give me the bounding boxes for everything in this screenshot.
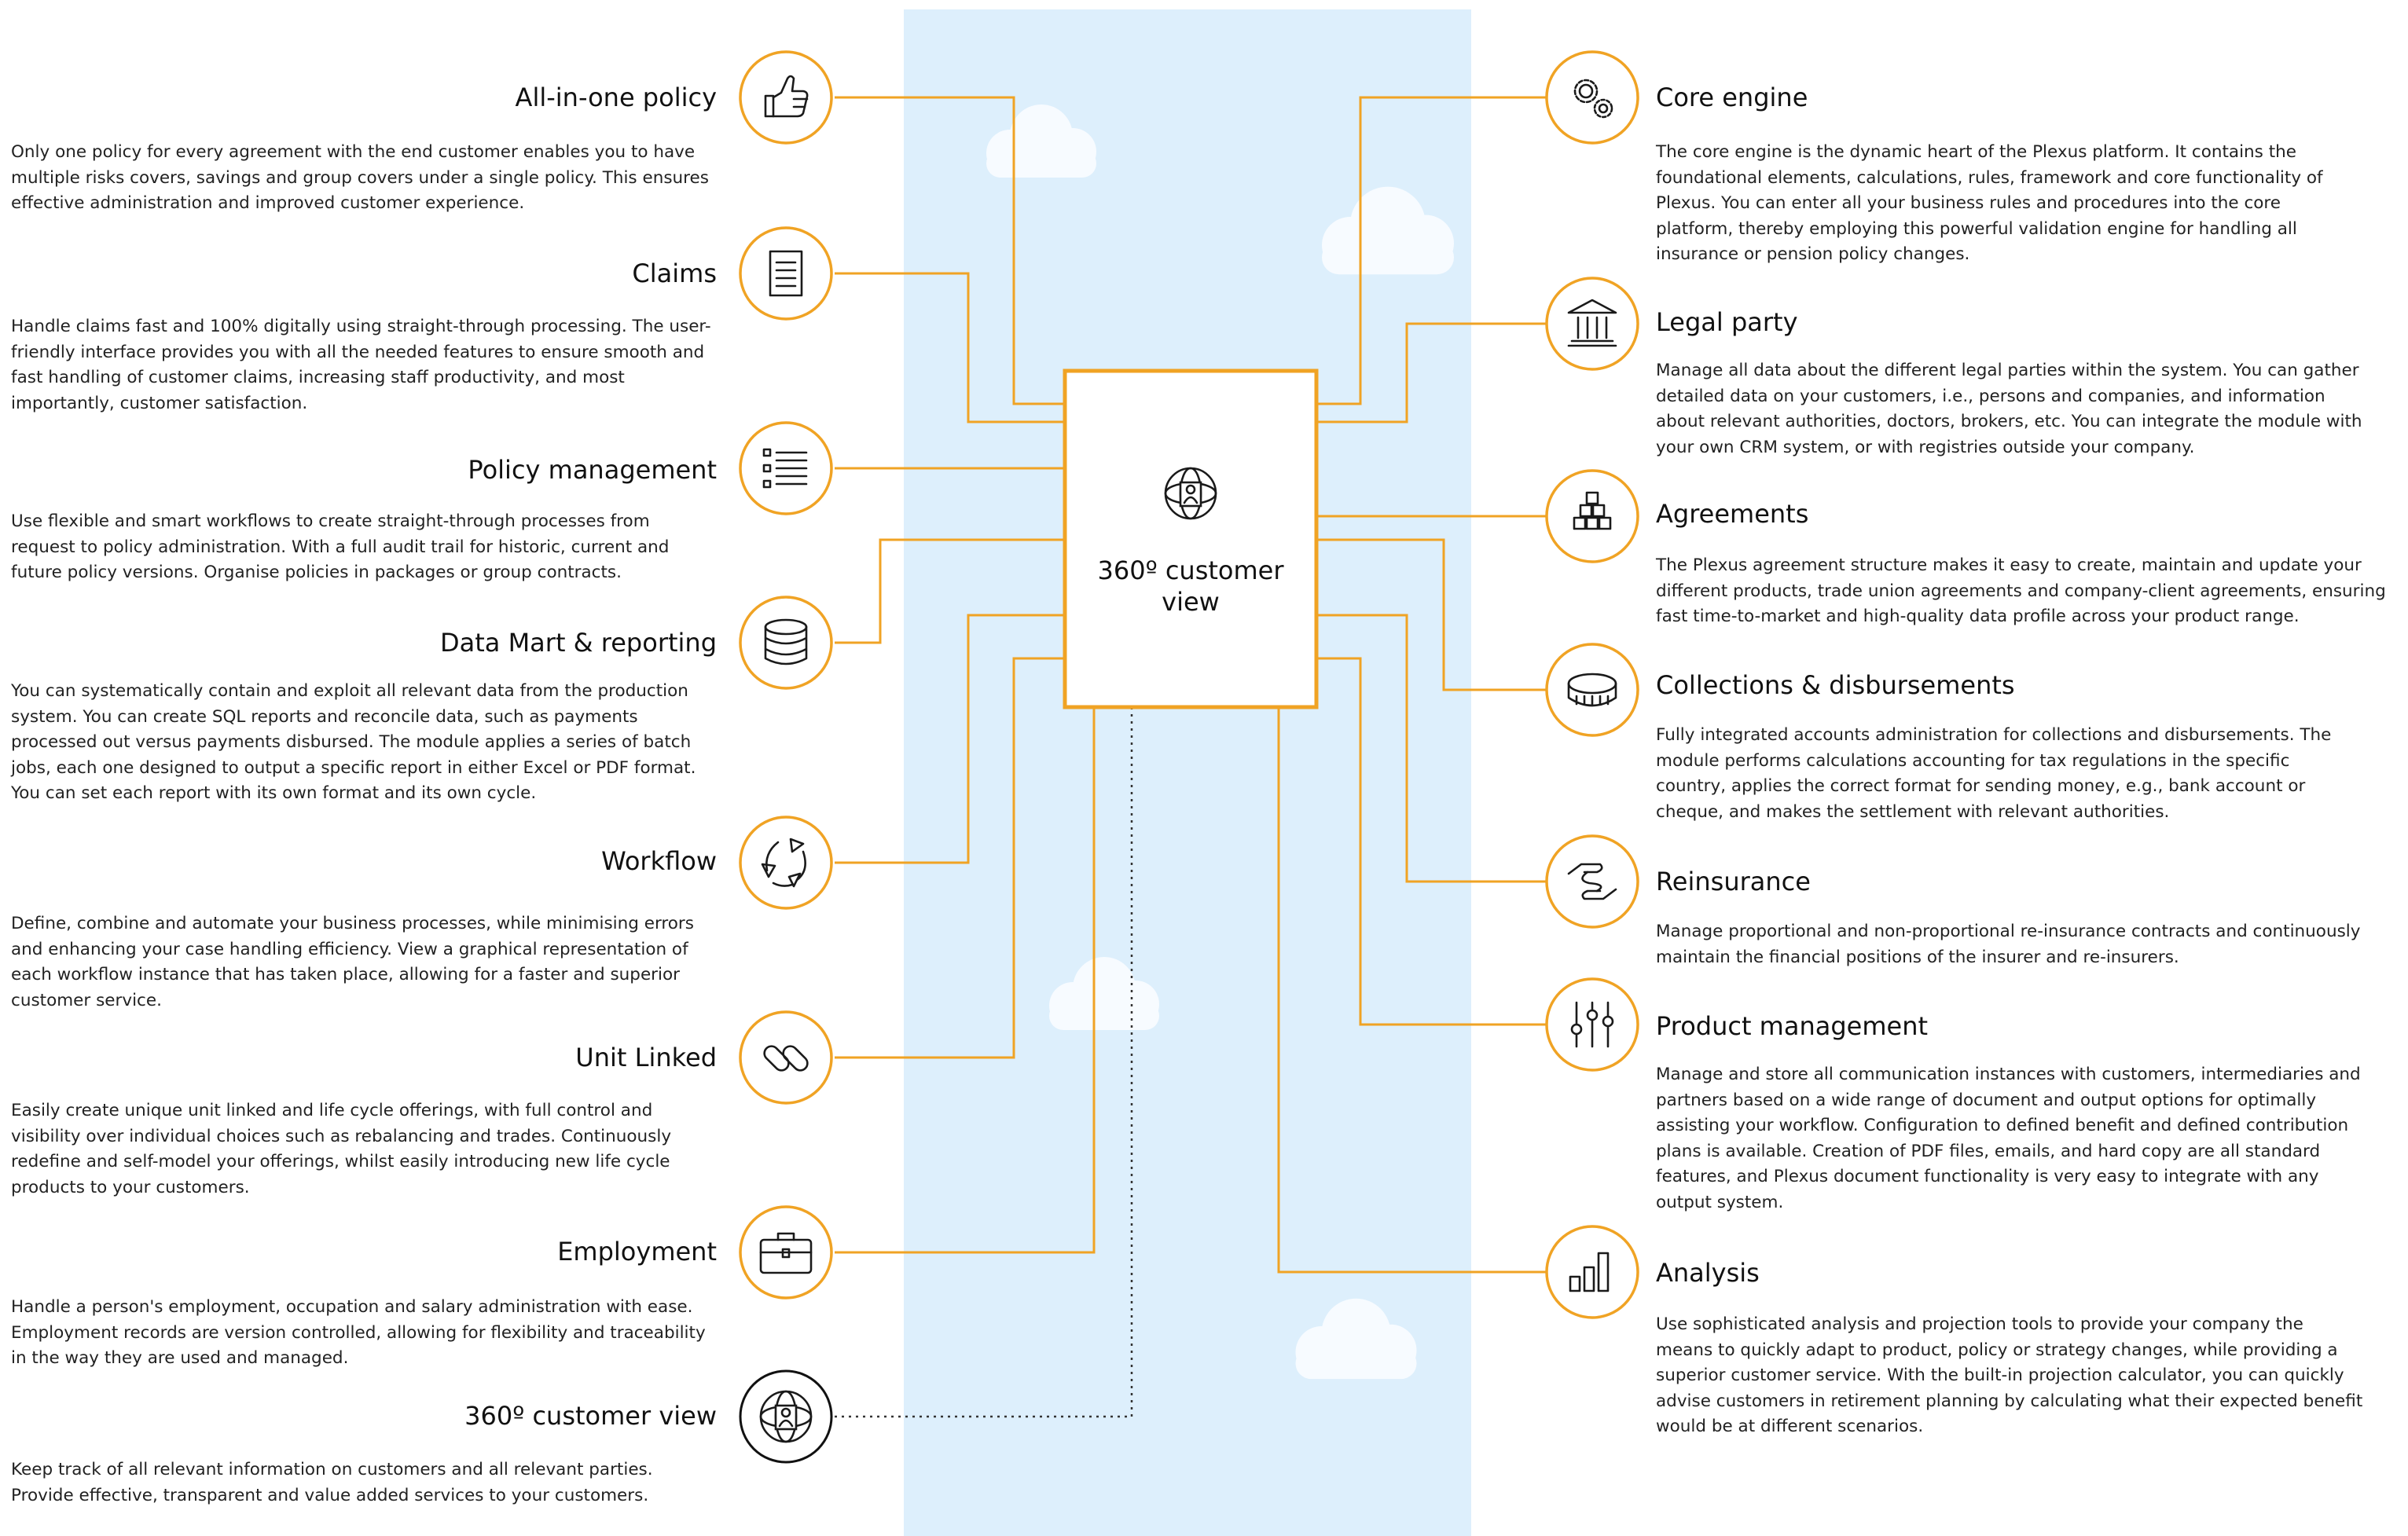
connector-line — [835, 657, 1065, 1059]
module-description: Use flexible and smart workflows to crea… — [11, 511, 670, 582]
center-title: 360º customer view — [1097, 555, 1284, 617]
stacked-boxes-icon — [1545, 469, 1639, 563]
module-title: Agreements — [1656, 499, 1809, 529]
connector-line — [1316, 538, 1547, 691]
module-description: Fully integrated accounts administration… — [1656, 725, 2332, 822]
module-description: The core engine is the dynamic heart of … — [1656, 142, 2323, 264]
module-description: Handle a person's employment, occupation… — [11, 1297, 706, 1368]
cloud-shape — [1295, 1298, 1417, 1380]
briefcase-icon — [739, 1205, 833, 1300]
connector-line — [835, 707, 1096, 1254]
module-title: Collections & disbursements — [1656, 670, 2015, 700]
module-title: Policy management — [468, 455, 717, 485]
globe-person-icon — [739, 1369, 833, 1464]
document-icon — [739, 226, 833, 321]
module-description: Define, combine and automate your busine… — [11, 914, 694, 1010]
module-title: Employment — [557, 1237, 717, 1267]
module-description: Keep track of all relevant information o… — [11, 1460, 653, 1505]
cloud-shape — [1049, 957, 1159, 1030]
chain-link-icon — [739, 1010, 833, 1105]
module-description: Manage proportional and non-proportional… — [1656, 922, 2361, 967]
module-description: Easily create unique unit linked and lif… — [11, 1101, 672, 1197]
connector-line — [835, 96, 1065, 405]
coin-icon — [1545, 643, 1639, 737]
connectors — [835, 96, 1547, 1418]
cloud-shape — [1322, 186, 1454, 275]
module-title: Workflow — [601, 846, 717, 876]
center-box-frame — [1063, 368, 1319, 709]
database-icon — [739, 596, 833, 690]
module-title: Data Mart & reporting — [439, 628, 717, 658]
connector-line — [835, 272, 1065, 423]
connector-line — [1316, 614, 1547, 883]
list-icon — [739, 421, 833, 515]
module-title: Unit Linked — [575, 1043, 717, 1072]
module-description: Manage all data about the different lega… — [1656, 361, 2362, 457]
module-description: Manage and store all communication insta… — [1656, 1065, 2361, 1212]
module-title: Product management — [1656, 1011, 1929, 1041]
module-title: 360º customer view — [464, 1401, 717, 1431]
connector-line — [1277, 707, 1547, 1274]
bar-chart-icon — [1545, 1225, 1639, 1319]
module-icons — [739, 50, 1639, 1464]
module-description: Only one policy for every agreement with… — [11, 142, 709, 213]
module-title: Analysis — [1656, 1258, 1760, 1288]
module-title: Claims — [632, 258, 717, 288]
hands-icon — [1545, 834, 1639, 929]
module-description: Use sophisticated analysis and projectio… — [1656, 1314, 2363, 1436]
connector-line — [835, 614, 1065, 864]
module-title: Reinsurance — [1656, 867, 1811, 896]
dotted-connector — [835, 707, 1133, 1418]
globe-person-icon — [1164, 467, 1217, 520]
bank-building-icon — [1545, 277, 1639, 371]
connector-line — [1316, 322, 1547, 423]
module-description: Handle claims fast and 100% digitally us… — [11, 317, 711, 413]
module-description: You can systematically contain and explo… — [11, 681, 696, 803]
module-title: Core engine — [1656, 82, 1808, 112]
center-box — [1063, 368, 1319, 709]
module-title: All-in-one policy — [515, 82, 717, 112]
thumbs-up-icon — [739, 50, 833, 145]
connector-line — [835, 538, 1065, 644]
sliders-icon — [1545, 977, 1639, 1072]
gears-icon — [1545, 50, 1639, 145]
connector-line — [1316, 96, 1547, 405]
clouds — [986, 104, 1454, 1380]
module-title: Legal party — [1656, 307, 1798, 337]
module-description: The Plexus agreement structure makes it … — [1656, 555, 2386, 626]
connector-line — [1316, 657, 1547, 1026]
cycle-arrows-icon — [739, 816, 833, 910]
